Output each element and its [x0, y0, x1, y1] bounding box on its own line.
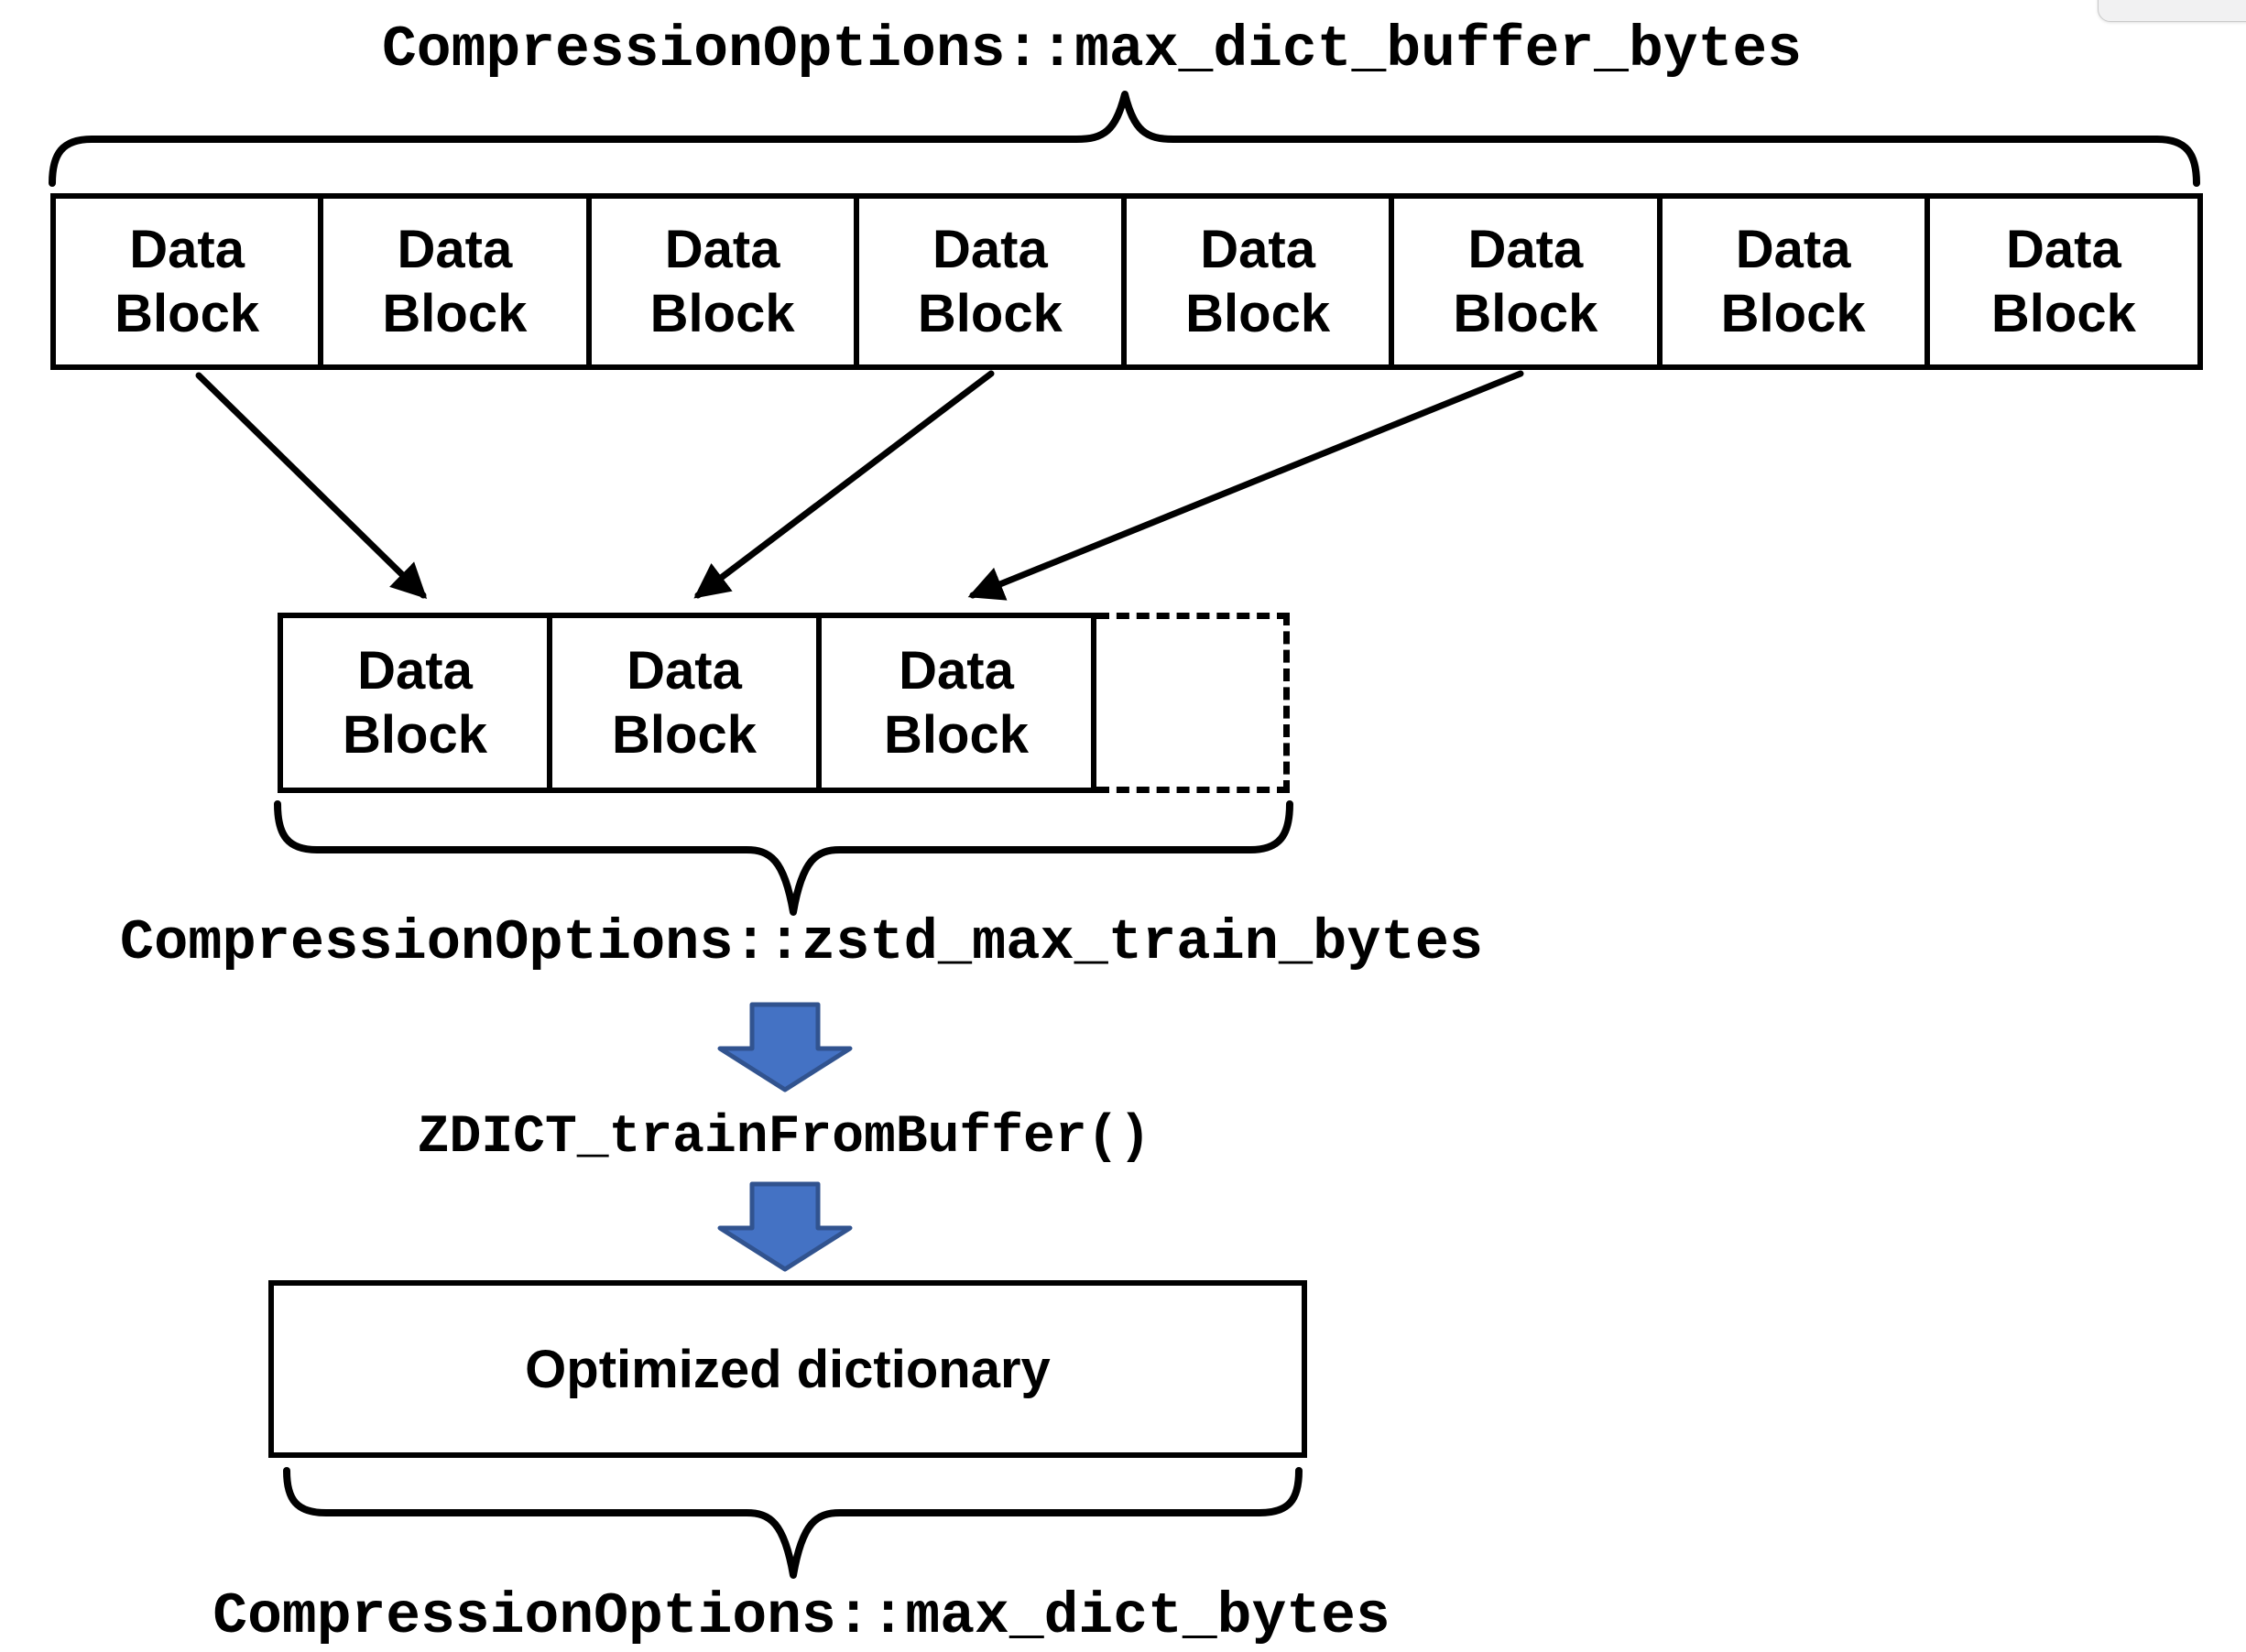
label-zdict-train-from-buffer: ZDICT_trainFromBuffer() — [417, 1108, 1151, 1168]
brace-zstd-max-train-bytes — [274, 800, 1293, 916]
brace-max-dict-bytes — [283, 1467, 1303, 1579]
sampling-arrow-3 — [967, 370, 1524, 601]
label-max-dict-buffer-bytes: CompressionOptions::max_dict_buffer_byte… — [381, 17, 1803, 82]
sampling-arrow-1 — [195, 372, 428, 600]
data-block: Data Block — [1990, 219, 2136, 343]
data-block: Data Block — [552, 618, 822, 788]
data-block: Data Block — [859, 199, 1127, 364]
empty-data-block-dashed — [1096, 613, 1290, 793]
training-data-block-row: Data Block Data Block Data Block — [278, 613, 1096, 793]
source-data-block-row: Data Block Data Block Data Block Data Bl… — [50, 193, 2203, 370]
label-max-dict-bytes: CompressionOptions::max_dict_bytes — [213, 1584, 1390, 1649]
data-block: Data Block — [884, 640, 1029, 765]
optimized-dictionary-label: Optimized dictionary — [525, 1339, 1051, 1399]
label-zstd-max-train-bytes: CompressionOptions::zstd_max_train_bytes — [119, 910, 1484, 975]
data-block: Data Block — [1394, 199, 1663, 364]
data-block: Data Block — [1663, 199, 1930, 364]
data-block: Data Block — [323, 199, 592, 364]
data-block: Data Block — [592, 199, 859, 364]
data-block: Data Block — [1127, 199, 1395, 364]
sampling-arrow-2 — [693, 370, 995, 599]
process-arrow-train — [717, 1002, 853, 1092]
data-block: Data Block — [283, 618, 552, 788]
brace-max-dict-buffer-bytes — [49, 91, 2200, 187]
data-block: Data Block — [56, 199, 324, 364]
optimized-dictionary-box: Optimized dictionary — [268, 1280, 1307, 1458]
window-corner-artifact — [2098, 0, 2246, 22]
process-arrow-output — [717, 1181, 853, 1272]
